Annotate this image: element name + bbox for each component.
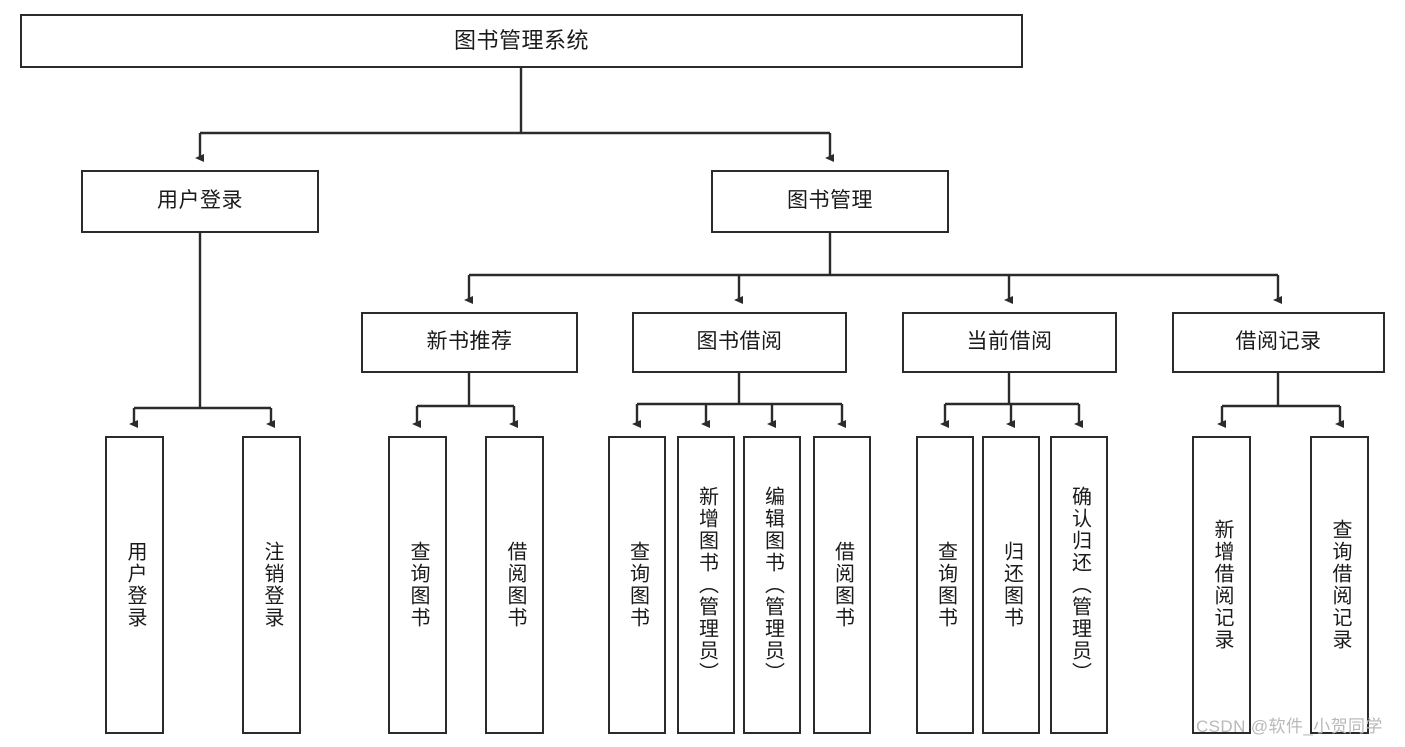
- node-label: 注销登录: [261, 541, 283, 629]
- leaf-current-borrow-return[interactable]: 归还图书: [982, 436, 1040, 734]
- node-book-borrow[interactable]: 图书借阅: [632, 312, 847, 373]
- node-label: 图书管理: [787, 189, 873, 213]
- node-borrow-record[interactable]: 借阅记录: [1172, 312, 1385, 373]
- leaf-user-login-signout[interactable]: 注销登录: [242, 436, 301, 734]
- node-label: 新增图书（管理员）: [695, 486, 718, 684]
- leaf-current-borrow-confirm-return[interactable]: 确认归还（管理员）: [1050, 436, 1108, 734]
- node-label: 确认归还（管理员）: [1068, 486, 1091, 684]
- leaf-new-book-query[interactable]: 查询图书: [388, 436, 447, 734]
- leaf-current-borrow-query[interactable]: 查询图书: [916, 436, 974, 734]
- leaf-borrow-record-add[interactable]: 新增借阅记录: [1192, 436, 1251, 734]
- leaf-book-borrow-lend[interactable]: 借阅图书: [813, 436, 871, 734]
- node-label: 借阅图书: [831, 541, 854, 629]
- leaf-book-borrow-query[interactable]: 查询图书: [608, 436, 666, 734]
- node-label: 归还图书: [1000, 541, 1023, 629]
- node-label: 图书管理系统: [453, 28, 589, 54]
- node-root-system[interactable]: 图书管理系统: [20, 14, 1023, 68]
- node-label: 用户登录: [124, 541, 146, 629]
- leaf-user-login-signin[interactable]: 用户登录: [105, 436, 164, 734]
- node-book-management[interactable]: 图书管理: [711, 170, 949, 233]
- node-label: 查询借阅记录: [1329, 519, 1351, 651]
- leaf-book-borrow-add[interactable]: 新增图书（管理员）: [677, 436, 735, 734]
- node-current-borrow[interactable]: 当前借阅: [902, 312, 1117, 373]
- node-label: 新书推荐: [426, 330, 513, 354]
- leaf-new-book-borrow[interactable]: 借阅图书: [485, 436, 544, 734]
- node-label: 借阅记录: [1235, 330, 1322, 354]
- node-new-book-recommend[interactable]: 新书推荐: [361, 312, 578, 373]
- node-label: 查询图书: [934, 541, 957, 629]
- leaf-book-borrow-edit[interactable]: 编辑图书（管理员）: [743, 436, 801, 734]
- node-label: 查询图书: [626, 541, 649, 629]
- csdn-watermark: CSDN @软件_小贺同学: [1196, 717, 1383, 736]
- node-label: 用户登录: [157, 189, 243, 213]
- node-user-login[interactable]: 用户登录: [81, 170, 319, 233]
- leaf-borrow-record-query[interactable]: 查询借阅记录: [1310, 436, 1369, 734]
- node-label: 编辑图书（管理员）: [761, 486, 784, 684]
- node-label: 新增借阅记录: [1211, 519, 1233, 651]
- node-label: 借阅图书: [504, 541, 526, 629]
- node-label: 查询图书: [407, 541, 429, 629]
- node-label: 图书借阅: [696, 330, 783, 354]
- node-label: 当前借阅: [966, 330, 1053, 354]
